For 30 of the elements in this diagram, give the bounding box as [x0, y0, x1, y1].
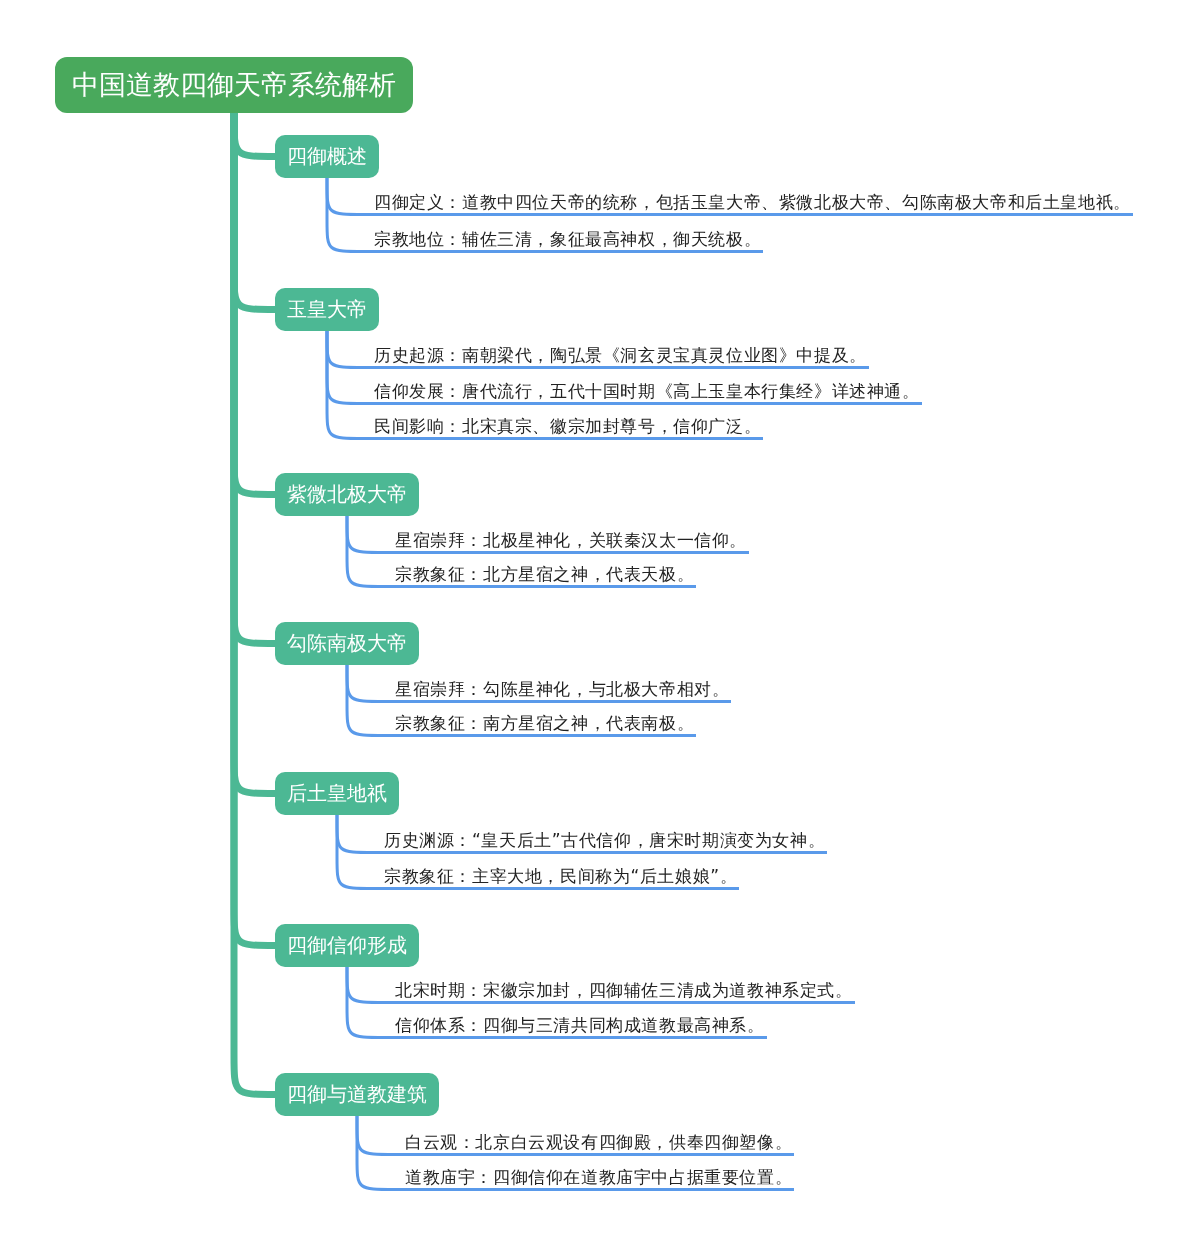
connector-line: [325, 331, 365, 440]
subtopic-text: 白云观：北京白云观设有四御殿，供奉四御塑像。: [396, 1131, 795, 1156]
topic-box: 四御信仰形成: [275, 924, 419, 967]
topic-box: 玉皇大帝: [275, 288, 379, 331]
topic-box: 紫微北极大帝: [275, 473, 419, 516]
subtopic-text: 历史渊源：“皇天后土”古代信仰，唐宋时期演变为女神。: [375, 829, 828, 854]
connector-line: [325, 178, 365, 253]
subtopic-text: 信仰发展：唐代流行，五代十国时期《高上玉皇本行集经》详述神通。: [365, 380, 922, 405]
connector-line: [335, 815, 375, 890]
subtopic-text: 宗教象征：主宰大地，民间称为“后土娘娘”。: [375, 865, 740, 890]
subtopic-text: 民间影响：北宋真宗、徽宗加封尊号，信仰广泛。: [365, 415, 764, 440]
connector-line: [345, 665, 386, 737]
subtopic-text: 宗教象征：南方星宿之神，代表南极。: [386, 712, 697, 737]
subtopic-text: 历史起源：南朝梁代，陶弘景《洞玄灵宝真灵位业图》中提及。: [365, 344, 869, 369]
topic-box: 勾陈南极大帝: [275, 622, 419, 665]
subtopic-text: 四御定义：道教中四位天帝的统称，包括玉皇大帝、紫微北极大帝、勾陈南极大帝和后土皇地祇。: [365, 191, 1133, 216]
subtopic-text: 信仰体系：四御与三清共同构成道教最高神系。: [386, 1014, 767, 1039]
subtopic-text: 星宿崇拜：勾陈星神化，与北极大帝相对。: [386, 678, 732, 703]
connector-line: [355, 1116, 396, 1191]
subtopic-text: 星宿崇拜：北极星神化，关联秦汉太一信仰。: [386, 529, 749, 554]
topic-box: 四御与道教建筑: [275, 1073, 439, 1116]
subtopic-text: 北宋时期：宋徽宗加封，四御辅佐三清成为道教神系定式。: [386, 979, 855, 1004]
connector-line: [345, 516, 386, 588]
subtopic-text: 宗教象征：北方星宿之神，代表天极。: [386, 563, 697, 588]
connector-line: [345, 967, 386, 1039]
topic-box: 四御概述: [275, 135, 379, 178]
subtopic-text: 宗教地位：辅佐三清，象征最高神权，御天统极。: [365, 228, 764, 253]
central-topic-box: 中国道教四御天帝系统解析: [55, 57, 413, 113]
topic-box: 后土皇地祇: [275, 772, 399, 815]
subtopic-text: 道教庙宇：四御信仰在道教庙宇中占据重要位置。: [396, 1166, 795, 1191]
